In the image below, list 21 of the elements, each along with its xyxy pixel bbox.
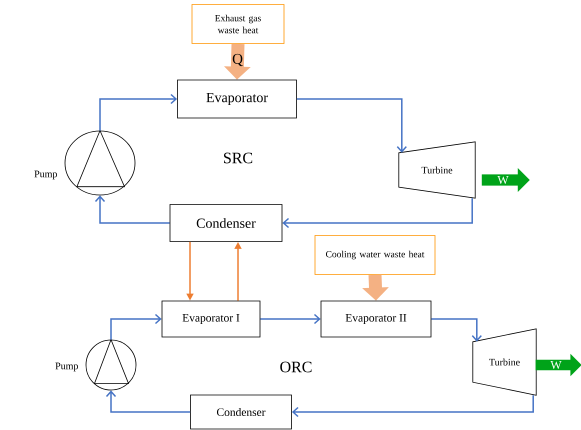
pump-label: Pump [55,362,78,372]
arrow [292,395,534,418]
arrow [99,94,178,131]
arrow [431,318,482,342]
arrow [260,314,321,324]
process-box: Evaporator II [320,300,432,338]
process-box: Condenser [190,394,292,430]
process-box: Condenser [170,204,282,242]
arrow [110,314,162,340]
process-box: Evaporator I [162,300,260,338]
heat-source-box: Exhaust gas waste heat [192,4,284,44]
process-box: Evaporator [177,80,297,118]
pump-label: Pump [34,170,58,180]
cycle-label: ORC [280,362,312,372]
arrow [106,390,190,413]
arrow [94,195,170,224]
edge-label: Q [232,54,243,66]
heat-source-box: Cooling water waste heat [314,235,436,275]
arrow [296,98,407,153]
cycle-label: SRC [224,152,252,164]
arrow [282,198,473,228]
